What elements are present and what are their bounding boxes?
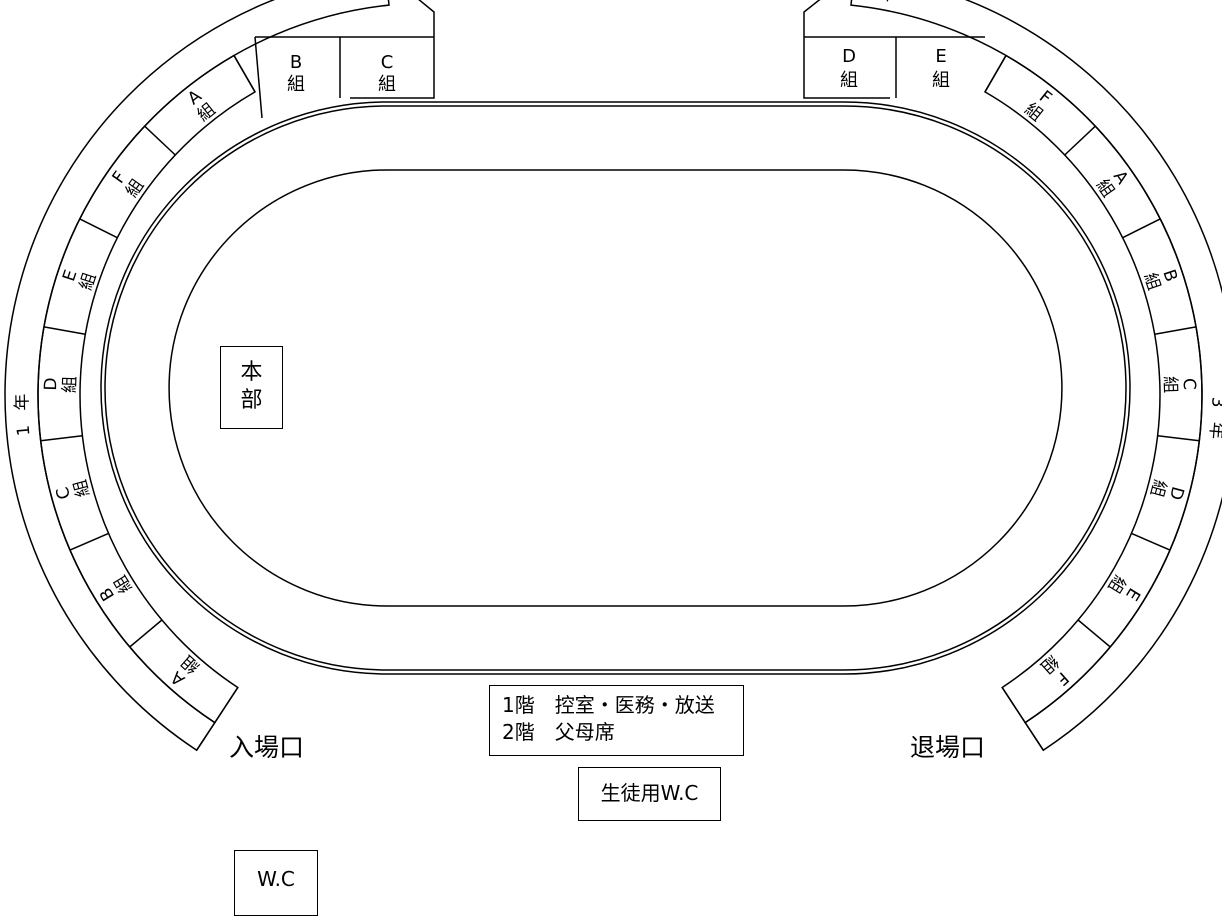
left-stand-seat-label: E組 (59, 267, 100, 292)
right-stand-seat-label: E組 (1103, 571, 1143, 603)
left-stand-divider (214, 687, 239, 724)
second-year-left-digit: 2 (374, 0, 387, 1)
building-floor-1: 1階 控室・医務・放送 (502, 693, 715, 717)
second-year-right-digit: 2 (853, 0, 866, 1)
right-stand-seat-label: A組 (1092, 167, 1132, 201)
student-wc-box: 生徒用W.C (578, 767, 721, 821)
left-stand-class-kumi: 組 (70, 477, 94, 499)
right-stand-divider (1131, 532, 1171, 551)
left-stand-divider (129, 619, 163, 648)
headquarters-label-2: 部 (240, 388, 263, 413)
track-inner-line (104, 105, 1127, 671)
right-stand-divider (1064, 125, 1096, 156)
right-stand-divider (1001, 687, 1026, 724)
third-year-suffix: 年 (1205, 421, 1222, 440)
entrance-label: 入場口 (229, 733, 305, 762)
right-stand-divider (1122, 218, 1161, 239)
right-top-class-letter: E (935, 46, 946, 67)
left-top-class-kumi: 組 (378, 74, 396, 95)
wc-box: W.C (234, 850, 318, 916)
track-outer-line (100, 101, 1131, 675)
left-top-divider (254, 36, 263, 119)
left-stand-class-letter: D (41, 377, 61, 391)
left-stand-class-kumi: 組 (76, 270, 100, 292)
first-year-suffix: 年 (12, 393, 32, 410)
left-stand-divider (233, 55, 256, 93)
building-floor-2: 2階 父母席 (502, 720, 615, 744)
building-info-box: 1階 控室・医務・放送 2階 父母席 (489, 685, 744, 756)
stands: A組F組E組D組C組B組A組B組C組D組E組F組A組B組C組D組E組F組2年2年… (4, 0, 1222, 752)
left-top-class-kumi: 組 (287, 74, 305, 95)
left-top-class-letter: C (381, 52, 394, 73)
headquarters-label-1: 本 (240, 360, 263, 385)
left-stand-seat-label: A組 (184, 86, 219, 126)
right-top-class-letter: D (842, 46, 856, 67)
left-top-stand (350, 0, 435, 99)
left-stand-divider (43, 326, 86, 335)
right-stand-divider (1157, 435, 1200, 442)
right-stand-class-letter: C (1179, 378, 1199, 390)
right-stand-divider (1077, 619, 1111, 648)
right-stand-seat-label: C組 (1160, 376, 1199, 394)
right-stand-outer-band (850, 0, 1222, 752)
left-stand-seat-label: B組 (96, 571, 137, 604)
right-top-class-kumi: 組 (840, 70, 858, 91)
right-top-stand (803, 0, 890, 99)
student-wc-label: 生徒用W.C (600, 781, 699, 805)
left-stand-seat-label: C組 (53, 477, 94, 502)
exit-label: 退場口 (910, 733, 986, 762)
running-track (100, 101, 1131, 675)
wc-label: W.C (257, 867, 295, 891)
right-stand-class-letter: D (1165, 484, 1188, 502)
right-stand-class-kumi: 組 (1139, 270, 1163, 292)
first-year-digit: 1 (14, 424, 35, 437)
right-top-class-kumi: 組 (932, 70, 950, 91)
left-stand-class-kumi: 組 (60, 376, 80, 394)
left-stand-seat-label: D組 (41, 376, 80, 394)
right-stand-seat-label: B組 (1139, 267, 1181, 293)
right-stand-seat-label: D組 (1146, 477, 1188, 502)
infield-line (168, 169, 1063, 607)
right-stand-end (1024, 722, 1044, 751)
left-top-class-letter: B (290, 52, 302, 73)
headquarters-box: 本 部 (220, 346, 283, 429)
left-stand-end (196, 722, 216, 751)
right-stand-class-kumi: 組 (1146, 477, 1170, 499)
second-year-right-suffix: 年 (877, 0, 898, 6)
left-stand-class-letter: C (53, 485, 75, 502)
right-stand-divider (1154, 326, 1197, 335)
right-stand-divider (984, 55, 1007, 93)
left-stand-divider (144, 125, 176, 156)
left-stand-divider (69, 532, 109, 551)
left-stand-divider (79, 218, 118, 239)
right-stand-class-kumi: 組 (1160, 376, 1180, 394)
left-stand-seat-label: F組 (109, 168, 149, 201)
third-year-digit: 3 (1207, 396, 1222, 407)
right-stand-seat-label: F組 (1020, 87, 1055, 126)
left-stand-divider (40, 435, 83, 442)
left-stand-outer-band (4, 0, 390, 752)
